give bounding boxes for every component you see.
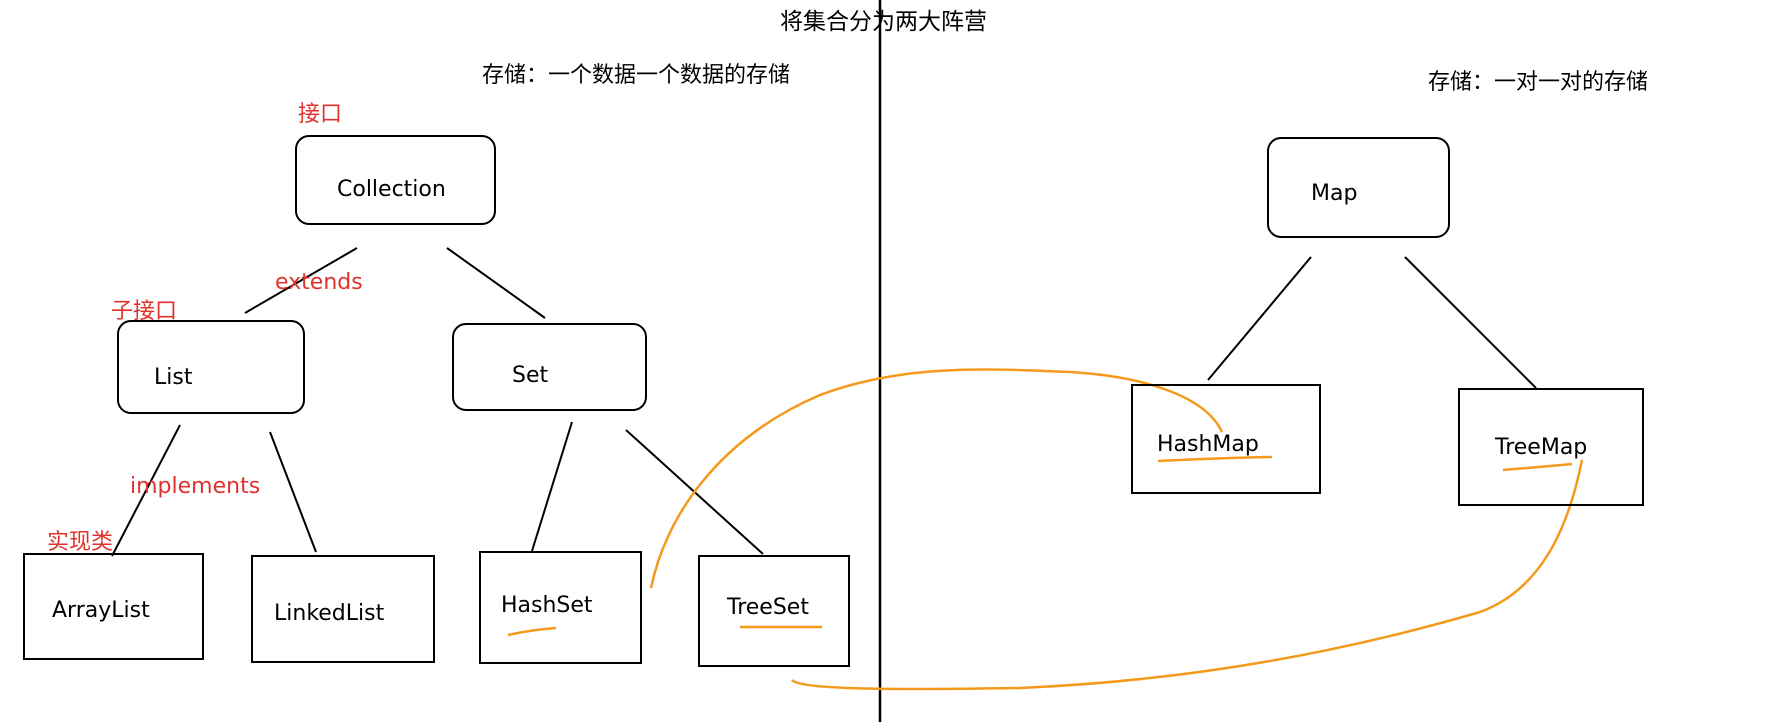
- label-impl-class: 实现类: [47, 530, 114, 555]
- edge-set-hashset: [531, 421, 573, 552]
- label-extends: extends: [275, 270, 363, 295]
- node-set-label: Set: [512, 363, 549, 388]
- node-map: Map: [1267, 137, 1450, 238]
- underline-treemap: [1502, 462, 1573, 472]
- connector-hashset-hashmap: [649, 368, 1224, 589]
- diagram-title: 将集合分为两大阵营: [780, 9, 987, 35]
- node-hashmap: HashMap: [1131, 384, 1321, 494]
- edge-collection-list: [244, 247, 358, 314]
- underline-hashset: [507, 626, 557, 637]
- node-arraylist: ArrayList: [23, 553, 204, 660]
- underline-hashmap: [1157, 455, 1273, 463]
- node-hashset: HashSet: [479, 551, 642, 664]
- node-hashmap-label: HashMap: [1157, 432, 1259, 457]
- edge-list-linkedlist: [269, 431, 317, 553]
- node-treeset: TreeSet: [698, 555, 850, 667]
- node-collection: Collection: [295, 135, 496, 225]
- node-collection-label: Collection: [337, 177, 446, 202]
- label-implements: implements: [130, 474, 261, 499]
- node-linkedlist: LinkedList: [251, 555, 435, 663]
- node-treeset-label: TreeSet: [727, 595, 809, 620]
- edge-map-treemap: [1404, 256, 1537, 389]
- connector-treeset-treemap: [791, 459, 1584, 691]
- edge-list-arraylist: [111, 424, 181, 557]
- node-map-label: Map: [1311, 181, 1358, 206]
- edge-map-hashmap: [1207, 256, 1312, 381]
- node-linkedlist-label: LinkedList: [274, 601, 385, 626]
- node-hashset-label: HashSet: [501, 593, 593, 618]
- label-sub-interface: 子接口: [111, 299, 178, 324]
- edge-collection-set: [446, 247, 546, 319]
- node-arraylist-label: ArrayList: [52, 598, 150, 623]
- right-caption: 存储：一对一对的存储: [1428, 70, 1649, 95]
- left-caption: 存储：一个数据一个数据的存储: [482, 63, 791, 88]
- node-set: Set: [452, 323, 647, 411]
- node-treemap-label: TreeMap: [1495, 435, 1588, 460]
- node-treemap: TreeMap: [1458, 388, 1644, 506]
- label-interface: 接口: [298, 102, 343, 127]
- node-list: List: [117, 320, 305, 414]
- node-list-label: List: [154, 365, 193, 390]
